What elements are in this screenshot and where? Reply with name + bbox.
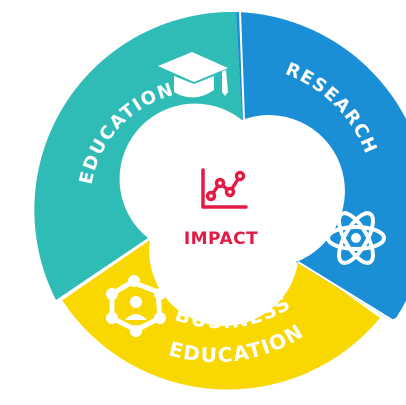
segment-research	[236, 12, 406, 320]
center-circle	[152, 147, 276, 271]
center-label: IMPACT	[184, 229, 258, 249]
graduation-cap-icon	[158, 52, 228, 98]
segment-business-education	[62, 240, 380, 390]
line-chart-icon	[201, 168, 248, 209]
people-network-icon	[106, 275, 166, 337]
atom-icon	[326, 211, 386, 265]
